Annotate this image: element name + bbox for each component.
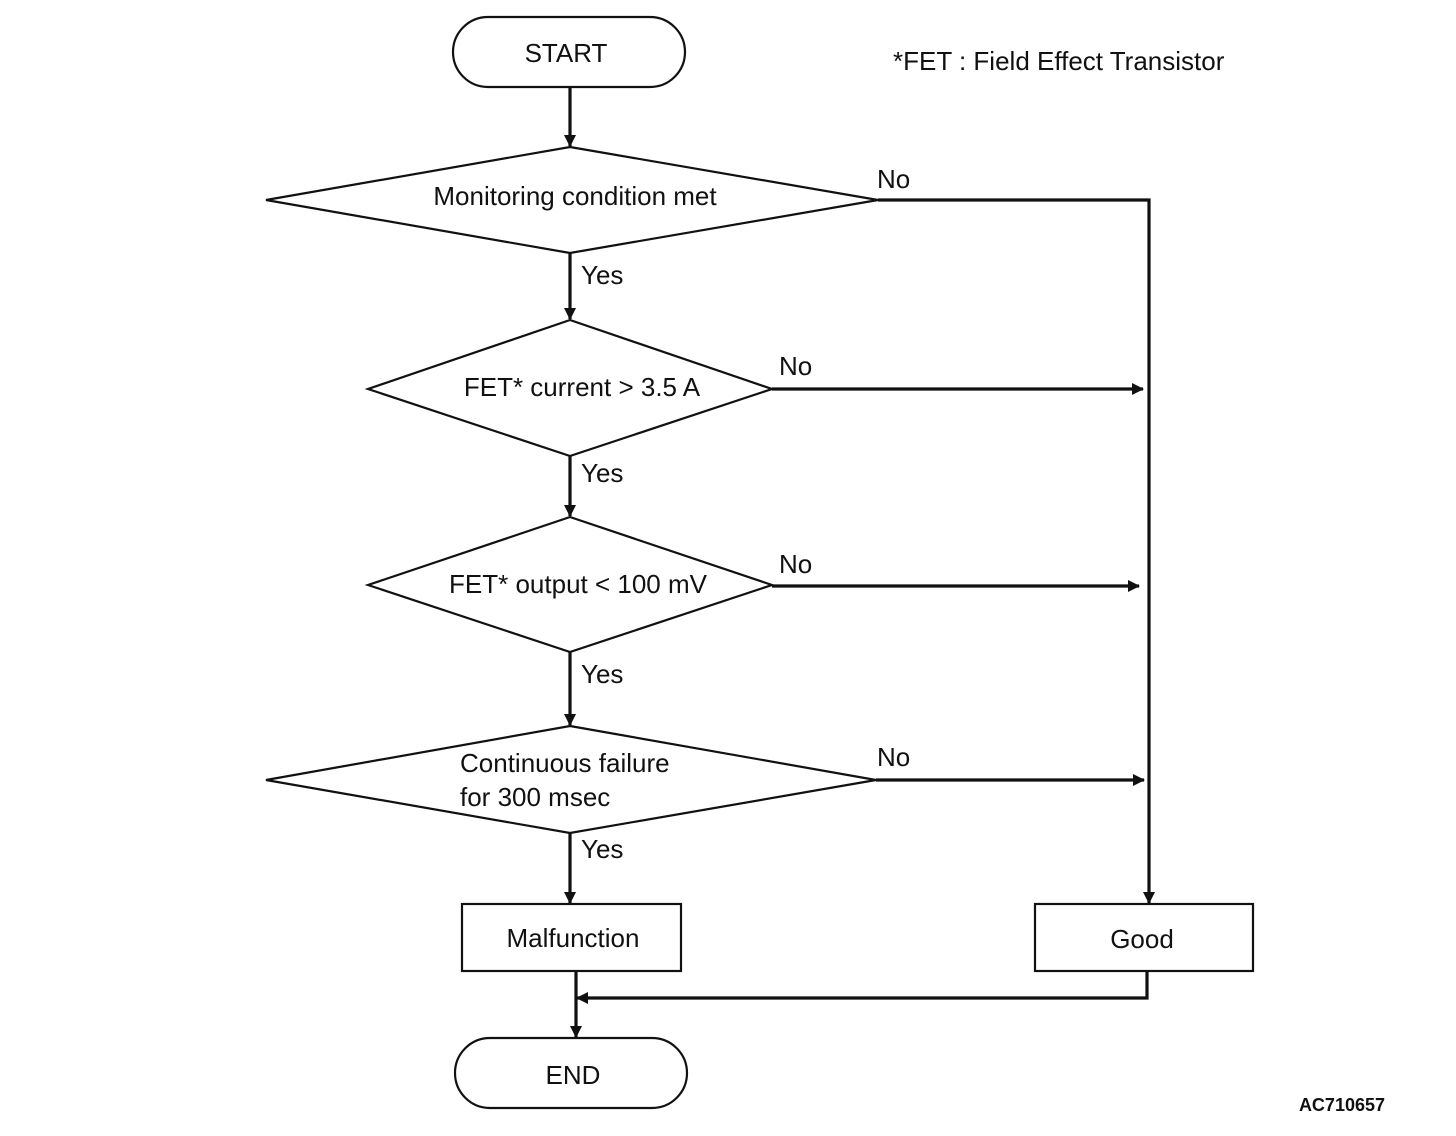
malfunction-label: Malfunction — [507, 923, 640, 953]
start-label: START — [525, 38, 608, 68]
arrow-good-to-end — [576, 971, 1149, 1004]
decision-monitoring-label: Monitoring condition met — [433, 181, 717, 211]
decision-monitoring-condition: Monitoring condition met — [265, 145, 879, 255]
good-box: Good — [1033, 902, 1255, 973]
edge-label-current-no: No — [779, 351, 812, 381]
edge-label-output-yes: Yes — [581, 659, 623, 689]
decision-current-label: FET* current > 3.5 A — [464, 372, 701, 402]
decision-continuous-label-line2: for 300 msec — [460, 782, 610, 812]
decision-output-label: FET* output < 100 mV — [449, 569, 708, 599]
decision-fet-current: FET* current > 3.5 A — [364, 318, 776, 458]
edge-label-current-yes: Yes — [581, 458, 623, 488]
start-node: START — [451, 15, 687, 89]
end-label: END — [546, 1060, 601, 1090]
end-node: END — [453, 1036, 689, 1110]
edge-label-monitoring-no: No — [877, 164, 910, 194]
edge-label-continuous-yes: Yes — [581, 834, 623, 864]
good-label: Good — [1110, 924, 1174, 954]
figure-code: AC710657 — [1299, 1095, 1385, 1115]
edge-label-output-no: No — [779, 549, 812, 579]
arrow-monitoring-no — [878, 198, 1155, 904]
decision-continuous-label-line1: Continuous failure — [460, 748, 670, 778]
decision-fet-output: FET* output < 100 mV — [364, 515, 776, 654]
footnote: *FET : Field Effect Transistor — [893, 46, 1225, 76]
decision-continuous-failure: Continuous failure for 300 msec — [265, 724, 877, 835]
edge-label-continuous-no: No — [877, 742, 910, 772]
malfunction-box: Malfunction — [460, 902, 683, 973]
edge-label-monitoring-yes: Yes — [581, 260, 623, 290]
